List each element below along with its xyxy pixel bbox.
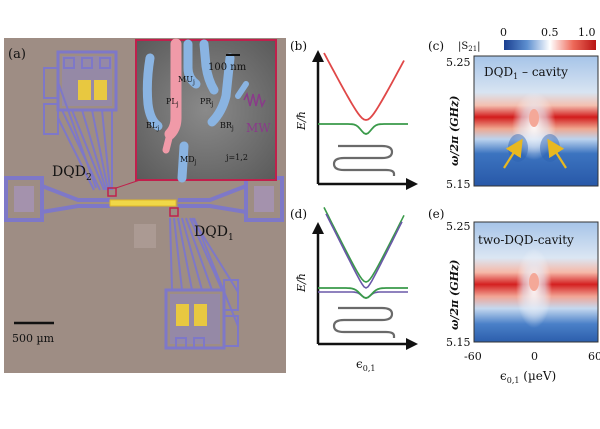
panel-b: (b) E/ħ (290, 39, 418, 190)
panel-e-label: (e) (428, 207, 444, 221)
panel-d-label: (d) (290, 207, 307, 221)
b-upper-band (323, 52, 405, 121)
panel-c-ytop: 5.25 (446, 56, 471, 69)
panel-b-ylabel: E/ħ (295, 111, 308, 131)
panel-e-ylabel: ω/2π (GHz) (448, 260, 461, 330)
d-spring-icon (332, 306, 396, 338)
panel-a: 500 µm (a) DQD2 DQD1 100 nm MUj PLj PRj (4, 38, 286, 373)
panel-d: (d) E/ħ ϵ0,1 (290, 207, 418, 373)
arrow-left (503, 138, 523, 169)
inset-sem: 100 nm MUj PLj PRj BLj BRj MDj j=1,2 MW (135, 38, 277, 183)
panel-e-ybottom: 5.15 (446, 336, 471, 349)
heatmap-e (473, 221, 599, 343)
colorbar-label: |S21| (458, 41, 481, 53)
gate-fingers (142, 38, 249, 183)
panel-c-ybottom: 5.15 (446, 178, 471, 191)
left-launcher (4, 176, 110, 222)
bond-pads-top (43, 50, 118, 191)
colorbar (504, 40, 596, 50)
cavity-resonator (109, 199, 177, 207)
colorbar-tick-mid: 0.5 (541, 26, 559, 39)
panel-c-label: (c) (428, 39, 444, 53)
panel-e-ytop: 5.25 (446, 220, 471, 233)
panel-e: (e) two-DQD-cavity 5.25 5.15 ω/2π (GHz) … (428, 207, 600, 385)
panel-e-title: two-DQD-cavity (478, 233, 574, 247)
scale-bar-label: 500 µm (12, 332, 55, 345)
b-spring-icon (332, 144, 396, 176)
mw-label: MW (246, 121, 271, 135)
b-lower-band (318, 123, 408, 135)
arrow-right (547, 138, 567, 169)
d-upper-band-b (325, 213, 403, 289)
gate-br-label: BRj (220, 121, 234, 132)
panel-d-ylabel: E/ħ (295, 273, 308, 293)
inset-scale-label: 100 nm (208, 62, 247, 73)
panel-e-xlabel: ϵ0,1 (µeV) (500, 369, 556, 385)
dqd2-marker (107, 187, 117, 197)
panel-e-xtick-max: 60 (588, 350, 600, 363)
microwave-wave-icon (243, 91, 266, 109)
panel-c-title: DQD1 – cavity (484, 65, 568, 81)
bond-pads-bottom (164, 217, 239, 350)
dqd1-label: DQD1 (194, 224, 234, 243)
panel-e-xtick-min: -60 (464, 350, 482, 363)
panel-e-xtick-zero: 0 (531, 350, 538, 363)
panel-a-label: (a) (8, 47, 26, 62)
panel-d-xlabel: ϵ0,1 (356, 357, 375, 373)
colorbar-tick-0: 0 (500, 26, 507, 39)
panel-c-ylabel: ω/2π (GHz) (448, 96, 461, 166)
colorbar-tick-max: 1.0 (578, 26, 596, 39)
gate-bl-label: BLj (146, 121, 159, 132)
panel-b-label: (b) (290, 39, 307, 53)
heatmap-c (473, 55, 599, 187)
gate-mu-label: MUj (178, 75, 195, 86)
dqd1-marker (169, 207, 179, 217)
dqd2-label: DQD2 (52, 164, 92, 183)
gate-pr-label: PRj (200, 97, 213, 108)
inset-index-label: j=1,2 (225, 153, 248, 162)
d-upper-band-a (323, 207, 405, 283)
d-lower-band (318, 287, 408, 299)
gate-pl-label: PLj (166, 97, 179, 108)
panel-c: (c) |S21| 0 0.5 1.0 DQD1 – cavity 5.25 5… (428, 26, 599, 191)
gate-md-label: MDj (180, 155, 197, 166)
